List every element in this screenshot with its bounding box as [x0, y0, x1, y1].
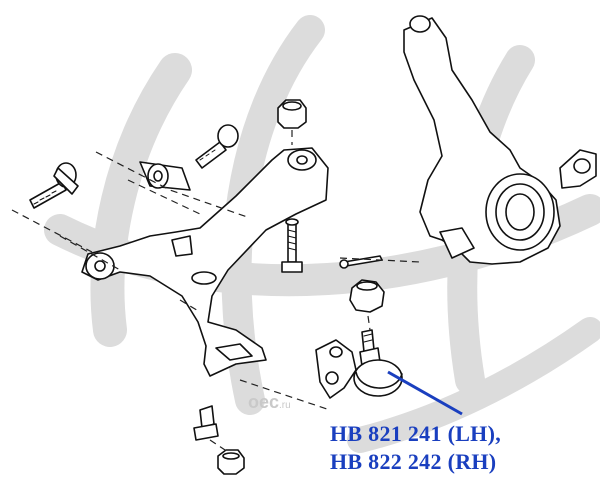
- bushing-bracket: [139, 161, 191, 191]
- watermark-word: oec: [248, 392, 280, 412]
- part-number-lh: HB 821 241 (LH),: [330, 421, 502, 446]
- steering-knuckle: [403, 15, 597, 265]
- part-number-callout: HB 821 241 (LH), HB 822 242 (RH): [330, 420, 501, 476]
- part-number-rh: HB 822 242 (RH): [330, 449, 497, 474]
- ball-joint: [315, 329, 403, 399]
- watermark-suffix: .ru: [279, 400, 291, 411]
- callout-leader-line: [387, 370, 463, 416]
- rear-bushing-bolt: [195, 124, 239, 169]
- lower-nut: [217, 449, 245, 475]
- left-mount-bolt: [29, 162, 79, 209]
- lower-control-arm: [81, 147, 329, 377]
- castle-nut: [349, 279, 385, 313]
- center-bolt: [281, 218, 303, 273]
- top-nut: [277, 99, 307, 129]
- lower-bolt-left: [193, 405, 219, 441]
- watermark-text: oec.ru: [248, 392, 291, 413]
